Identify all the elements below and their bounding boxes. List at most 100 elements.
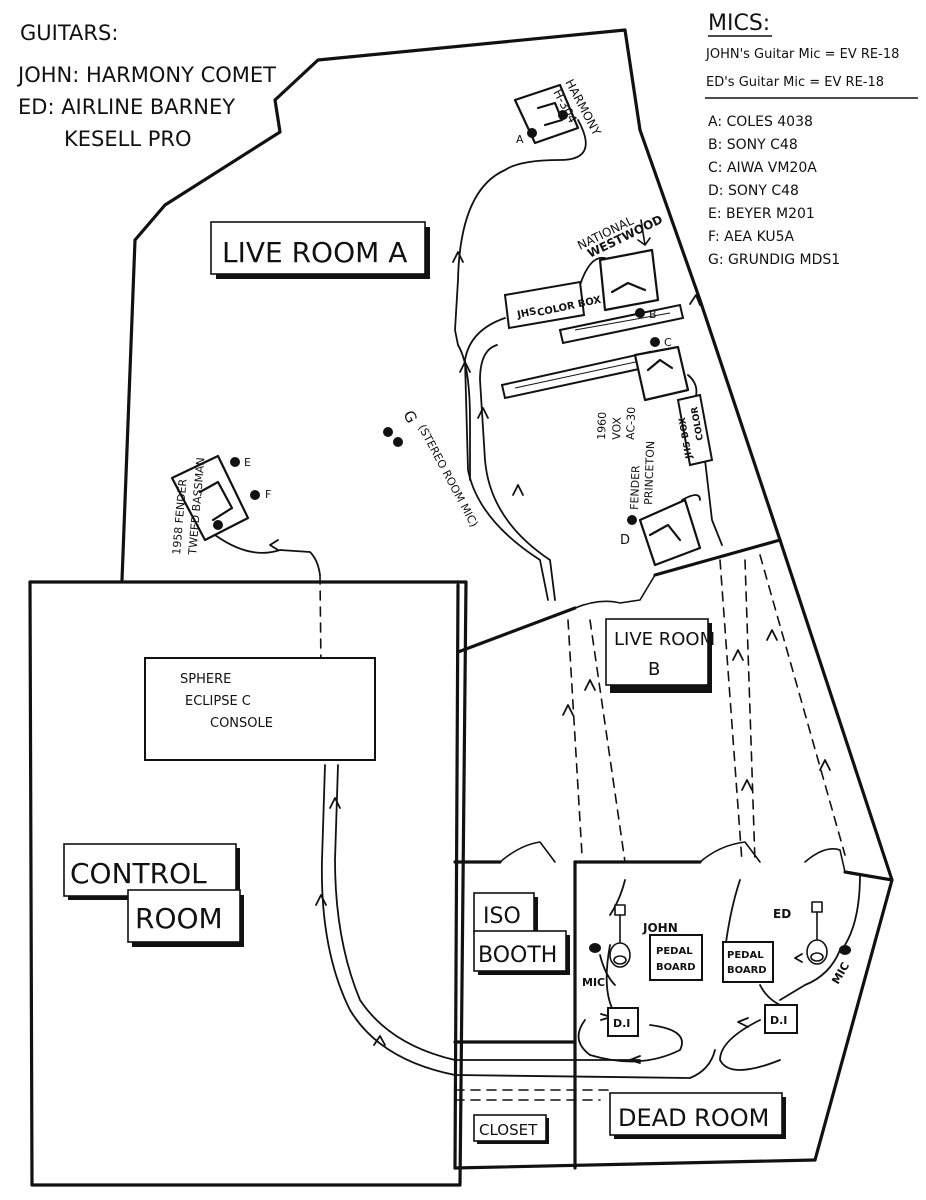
control-room-label-1: CONTROL (70, 857, 207, 890)
live-b-dead-room-wall-right (843, 870, 894, 882)
john-guitar-icon (609, 904, 631, 968)
building-walls (120, 28, 894, 1170)
ed-di-box: D.I (764, 1004, 798, 1034)
mic-g-dot-2 (393, 437, 403, 447)
mic-list-f: F: AEA KU5A (708, 229, 795, 245)
mic-b-letter: B (649, 308, 657, 321)
cable-jhs2-down (704, 459, 723, 546)
ed-guitar-icon (806, 901, 828, 965)
tie-console-up (319, 574, 323, 766)
ed-di-label: D.I (770, 1014, 787, 1027)
live-a-b-divider-wall-right (653, 538, 782, 577)
cable-john-mic (599, 954, 616, 986)
cable-dead-room-right (844, 874, 861, 946)
john-label: JOHN (642, 921, 678, 935)
john-di-box: D.I (607, 1007, 639, 1037)
tie-line-5 (759, 554, 846, 856)
closet-label: CLOSET (479, 1121, 538, 1139)
mic-list-d: D: SONY C48 (708, 183, 799, 199)
dead-room-gear: PEDAL BOARD PEDAL BOARD D.I D.I (589, 901, 851, 1037)
tie-line-1 (567, 619, 583, 856)
mic-f-dot (250, 490, 260, 500)
mic-d-dot (627, 515, 637, 525)
cable-to-control (454, 1049, 716, 1079)
cable-harmony-down-b (457, 344, 471, 481)
amplifiers (170, 83, 702, 567)
effect-boxes: JHS COLOR BOX JHS BOX COLOR (503, 280, 714, 467)
mic-list-e: E: BEYER M201 (708, 206, 815, 222)
mics-legend: MICS: JOHN's Guitar Mic = EV RE-18 ED's … (705, 11, 918, 268)
mic-list-c: C: AIWA VM20A (708, 160, 817, 176)
tie-line-3 (719, 559, 743, 863)
mics-heading: MICS: (708, 11, 770, 36)
cable-jhs-left (464, 317, 549, 601)
mic-harmony-dot (558, 110, 568, 120)
live-room-a-label: LIVE ROOM A (222, 236, 407, 269)
mic-g-letter: G (399, 407, 420, 426)
live-a-b-divider-wall (456, 606, 577, 654)
cable-console-loop-inner (334, 764, 456, 1061)
ed-pedal-board: PEDAL BOARD (722, 941, 774, 983)
cable-console-loop-outer (320, 764, 456, 1076)
mic-d-letter: D (620, 533, 630, 548)
jhs-color-box-lower: JHS BOX COLOR (676, 393, 714, 467)
tweed-bassman-amp (170, 454, 250, 542)
cable-jhs-to-national (579, 256, 606, 286)
jhs-color-box-label-1: JHS (515, 306, 537, 321)
ed-pedal-label-1: PEDAL (727, 950, 764, 961)
console-label-1: SPHERE (180, 672, 231, 687)
john-di-label: D.I (613, 1017, 630, 1030)
john-pedal-label-1: PEDAL (656, 946, 693, 957)
ed-label: ED (773, 907, 791, 921)
cable-di-loops (577, 1019, 781, 1071)
dead-room-label: DEAD ROOM (618, 1104, 769, 1132)
mic-e-dot (230, 457, 240, 467)
cable-jhs2-loop (479, 344, 556, 601)
cable-ed-mic (779, 949, 841, 1001)
tie-line-4 (744, 559, 756, 863)
room-labels: LIVE ROOM A LIVE ROOM B CONTROL ROOM ISO… (63, 221, 786, 1144)
mics-ed-guitar: ED's Guitar Mic = EV RE-18 (706, 75, 884, 90)
vox-label-2: VOX (610, 416, 624, 440)
fender-princeton-amp (638, 498, 702, 567)
mic-b-dot (635, 308, 645, 318)
player-labels: JOHN ED MIC MIC (582, 907, 852, 989)
john-guitar-mic-icon (589, 943, 601, 953)
live-room-a-outer-wall (120, 28, 782, 582)
south-wall (453, 1158, 817, 1170)
cable-harmony (454, 119, 587, 346)
sphere-console: SPHERE ECLIPSE C CONSOLE (144, 657, 376, 761)
iso-booth-label-1: ISO (483, 904, 521, 929)
mic-e-letter: E (244, 456, 251, 469)
guitars-heading: GUITARS: (20, 21, 118, 45)
ed-pedal-label-2: BOARD (727, 965, 767, 976)
national-westwood-amp (598, 248, 660, 312)
mics-john-guitar: JOHN's Guitar Mic = EV RE-18 (705, 47, 899, 62)
cable-runs (214, 119, 861, 1079)
iso-booth-label-2: BOOTH (478, 943, 557, 968)
cable-arrows (269, 251, 831, 1064)
amp-labels: HARMONY H-304 NATIONAL WESTWOOD 1960 VOX… (170, 77, 665, 556)
mic-g-dot-1 (383, 427, 393, 437)
mic-list-a: A: COLES 4038 (708, 114, 813, 130)
control-room-east-wall (453, 583, 460, 1170)
east-outer-wall (778, 538, 894, 1162)
mic-list-g: G: GRUNDIG MDS1 (708, 252, 840, 268)
guitars-john: JOHN: HARMONY COMET (16, 63, 276, 87)
console-label-2: ECLIPSE C (185, 694, 251, 709)
jhs-color-box-upper: JHS COLOR BOX (503, 280, 603, 330)
mic-c-dot (650, 337, 660, 347)
princeton-label-2: PRINCETON (642, 441, 657, 505)
tie-line-2 (589, 619, 626, 863)
tie-lines (319, 554, 846, 1101)
mic-c-letter: C (664, 336, 672, 349)
guitars-legend: GUITARS: JOHN: HARMONY COMET ED: AIRLINE… (16, 21, 276, 151)
door-swings (499, 574, 846, 873)
live-room-b-label-1: LIVE ROOM (614, 629, 715, 650)
vox-ac30-amp (633, 345, 690, 402)
princeton-label-1: FENDER (628, 465, 643, 510)
mic-a-dot (527, 128, 537, 138)
mic-bassman-dot (213, 520, 223, 530)
console-label-3: CONSOLE (210, 716, 273, 731)
